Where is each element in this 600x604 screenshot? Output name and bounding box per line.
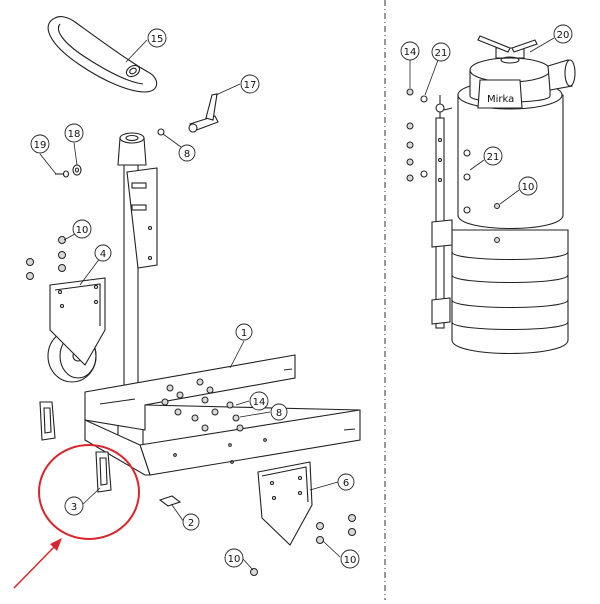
svg-text:10: 10 xyxy=(76,225,89,236)
part-8-washer xyxy=(157,128,165,136)
callout-10-unit: 10 xyxy=(518,176,538,196)
callout-14-right: 14 xyxy=(400,41,420,61)
part-17-clamp-lever xyxy=(188,93,219,133)
part-2-pad xyxy=(158,495,182,507)
part-3-foot-pad xyxy=(95,451,112,493)
svg-text:20: 20 xyxy=(557,30,570,41)
highlight-arrow-shaft xyxy=(13,545,56,589)
callout-20: 20 xyxy=(553,24,573,44)
svg-text:6: 6 xyxy=(343,478,349,489)
svg-text:14: 14 xyxy=(404,47,417,58)
svg-text:21: 21 xyxy=(487,152,500,163)
callout-10-bottom: 10 xyxy=(224,548,244,568)
callout-2: 2 xyxy=(182,513,200,531)
highlight-arrow-head xyxy=(50,538,62,551)
tube-bracket xyxy=(126,167,158,269)
highlight-circle xyxy=(38,444,140,540)
part-14-bolts-right xyxy=(406,88,414,182)
svg-text:2: 2 xyxy=(188,518,194,529)
svg-text:21: 21 xyxy=(435,48,448,59)
svg-text:15: 15 xyxy=(151,34,164,45)
svg-text:4: 4 xyxy=(100,249,106,260)
svg-text:10: 10 xyxy=(228,554,241,565)
part-10-nuts-lower xyxy=(250,514,356,576)
callout-10-right: 10 xyxy=(340,549,360,569)
callout-8-lower: 8 xyxy=(270,403,288,421)
callout-8-upper: 8 xyxy=(178,144,196,162)
part-4-wheel-bracket xyxy=(47,277,106,383)
svg-text:10: 10 xyxy=(522,182,535,193)
part-18-washer xyxy=(72,164,82,176)
part-vacuum-unit: Mirka xyxy=(420,35,576,354)
svg-text:8: 8 xyxy=(276,408,282,419)
callouts: 15 17 8 19 18 10 4 1 14 8 3 2 6 10 10 14… xyxy=(30,24,573,569)
callout-10-upper: 10 xyxy=(72,219,92,239)
svg-text:1: 1 xyxy=(241,328,247,339)
svg-text:8: 8 xyxy=(184,149,190,160)
svg-text:10: 10 xyxy=(344,555,357,566)
part-1-base-frame xyxy=(84,354,361,476)
svg-text:18: 18 xyxy=(68,129,81,140)
svg-text:17: 17 xyxy=(244,80,257,91)
part-10-nuts-upper xyxy=(26,236,66,280)
callout-15: 15 xyxy=(147,28,167,48)
callout-6: 6 xyxy=(337,473,355,491)
callout-19: 19 xyxy=(30,134,50,154)
callout-17: 17 xyxy=(240,74,260,94)
frame-bolts xyxy=(161,378,244,432)
part-19-screw xyxy=(55,170,70,178)
callout-21-lower: 21 xyxy=(483,146,503,166)
part-6-bracket xyxy=(257,461,313,546)
callout-1: 1 xyxy=(235,323,253,341)
callout-3: 3 xyxy=(64,496,84,516)
callout-21-upper: 21 xyxy=(431,42,451,62)
highlight-part-3 xyxy=(13,444,140,589)
part-15-handle-grip xyxy=(47,16,158,93)
part-3-foot-pad-left xyxy=(39,401,56,441)
callout-4: 4 xyxy=(94,244,112,262)
svg-text:3: 3 xyxy=(71,502,77,513)
callout-18: 18 xyxy=(64,123,84,143)
unit-brand-text: Mirka xyxy=(487,94,514,105)
callout-14-left: 14 xyxy=(249,391,269,411)
svg-text:19: 19 xyxy=(34,140,47,151)
svg-text:14: 14 xyxy=(253,397,266,408)
